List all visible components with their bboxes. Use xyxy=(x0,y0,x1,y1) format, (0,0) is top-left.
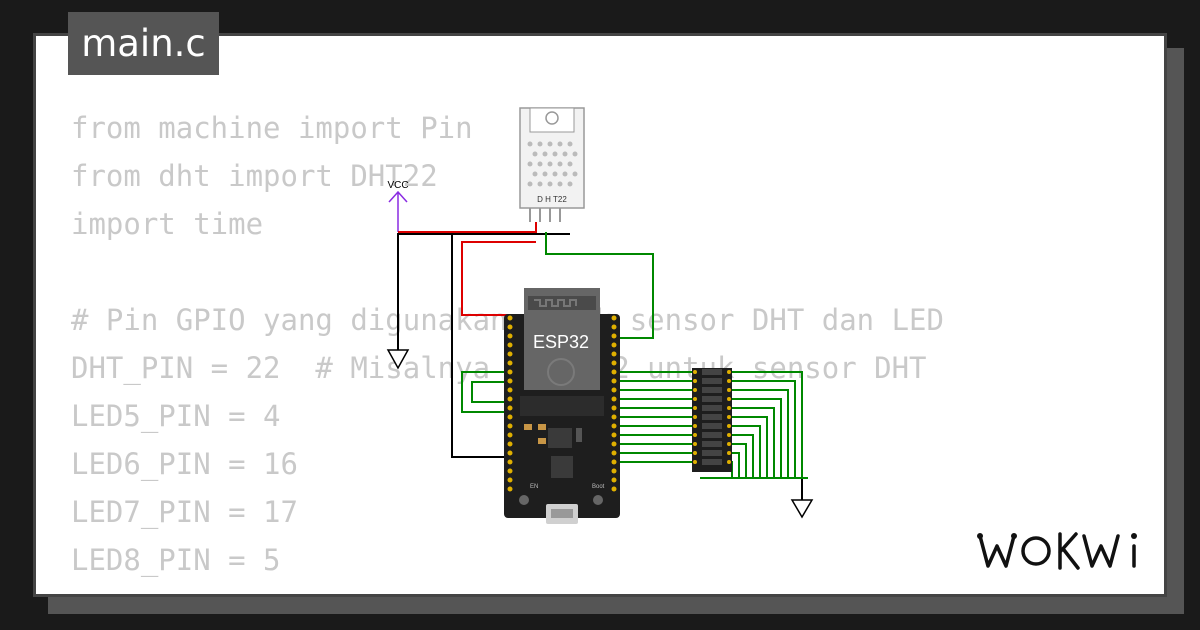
code-line: from machine import Pin xyxy=(71,111,473,145)
wire-power[interactable] xyxy=(398,222,537,316)
ground-symbol-left xyxy=(386,349,410,370)
code-line: LED5_PIN = 4 xyxy=(71,399,281,433)
code-line: LED7_PIN = 17 xyxy=(71,495,298,529)
vcc-label: VCC xyxy=(387,180,408,191)
esp32-board[interactable]: ESP32 EN Boot xyxy=(504,288,620,524)
code-line: from dht import DHT22 xyxy=(71,159,438,193)
code-line: DHT_PIN = 22 # Misalnya GPIO 22 untuk se… xyxy=(71,351,927,385)
wire-signal[interactable] xyxy=(461,232,808,479)
en-label: EN xyxy=(530,484,538,490)
code-line: LED6_PIN = 16 xyxy=(71,447,298,481)
vcc-symbol: VCC xyxy=(387,180,409,232)
code-line: LED9_PIN = 18 xyxy=(71,584,944,594)
pin-headers xyxy=(507,315,617,492)
code-editor[interactable]: from machine import Pin from dht import D… xyxy=(71,104,944,594)
file-tab[interactable]: main.c xyxy=(68,12,219,75)
code-line: LED8_PIN = 5 xyxy=(71,543,281,577)
led-array[interactable] xyxy=(692,368,732,472)
wokwi-logo xyxy=(977,532,1137,570)
code-line: import time xyxy=(71,207,264,241)
sensor-label: D H T22 xyxy=(537,195,567,204)
board-label: ESP32 xyxy=(533,332,589,352)
wire-ground[interactable] xyxy=(397,233,803,500)
dht22-sensor[interactable]: D H T22 xyxy=(519,107,585,222)
boot-label: Boot xyxy=(592,484,605,490)
ground-symbol-right xyxy=(790,499,814,519)
code-line: # Pin GPIO yang digunakan untuk sensor D… xyxy=(71,303,944,337)
